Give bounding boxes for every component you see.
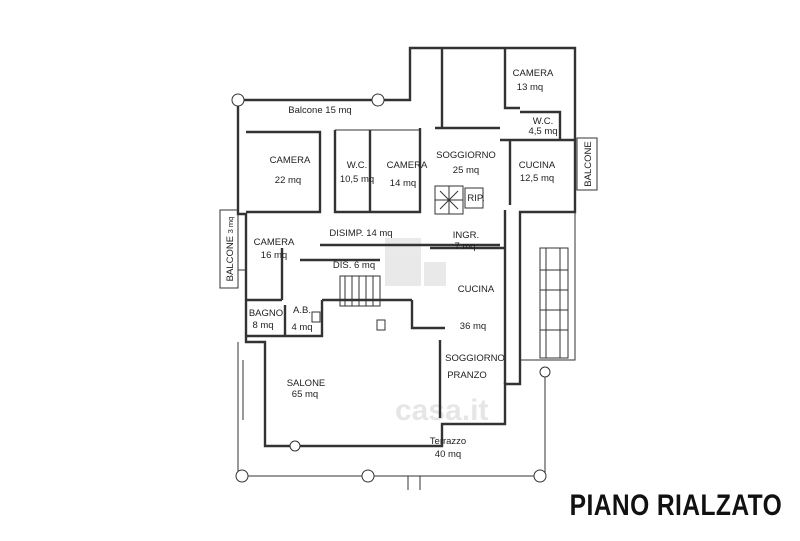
staircase-icon [339,275,381,307]
camera-22-area: 22 mq [275,175,301,186]
wc-small-name: W.C. [533,116,554,127]
dis-label: DIS. 6 mq [333,260,375,271]
ab-name: A.B. [293,305,311,316]
salone-area: 65 mq [292,389,318,400]
camera-13-area: 13 mq [517,82,543,93]
bagno-name: BAGNO [249,308,283,319]
terrazzo-area: 40 mq [435,449,461,460]
balcone-right-outline [576,137,598,191]
exterior-walls [236,46,577,448]
cucina-36-name: CUCINA [458,284,495,295]
wc-10-name: W.C. [347,160,368,171]
camera-16-area: 16 mq [261,250,287,261]
ingr-name: INGR. [453,230,479,241]
columns [231,93,551,483]
soggiorno-25-area: 25 mq [453,165,479,176]
bagno-area: 8 mq [252,320,273,331]
wc-10-area: 10,5 mq [340,174,374,185]
cucina-36-area: 36 mq [460,321,486,332]
salone-name: SALONE [287,378,326,389]
cucina-12-area: 12,5 mq [520,173,554,184]
balcone-left-label: BALCONE 3 mq [225,217,236,282]
soggiorno-25-name: SOGGIORNO [436,150,496,161]
wc-small-area: 4,5 mq [528,126,557,137]
watermark-text: casa.it [395,394,488,427]
floor-title: PIANO RIALZATO [569,489,782,522]
cucina-12-name: CUCINA [519,160,556,171]
rip-name: RIP. [467,193,484,204]
soggiorno-pranzo-line1: SOGGIORNO [445,353,505,364]
external-stairs [520,212,576,361]
balcone-left-outline [219,209,239,289]
camera-14-name: CAMERA [387,160,428,171]
camera-16-name: CAMERA [254,237,295,248]
disimp-label: DISIMP. 14 mq [329,228,392,239]
ingr-area: 7 mq [454,241,475,252]
balcone-top-label: Balcone 15 mq [288,105,351,116]
room-labels: Balcone 15 mq CAMERA 13 mq W.C. 4,5 mq C… [225,68,594,460]
camera-13-name: CAMERA [513,68,554,79]
terrazzo-name: Terrazzo [430,436,466,447]
terrace-outline [237,342,546,490]
soggiorno-pranzo-line2: PRANZO [447,370,487,381]
balcone-right-name: BALCONE [583,141,594,186]
interior-walls [242,48,575,420]
camera-14-area: 14 mq [390,178,416,189]
ab-area: 4 mq [291,322,312,333]
watermark-logo: casa.it [385,238,488,427]
camera-22-name: CAMERA [270,155,311,166]
